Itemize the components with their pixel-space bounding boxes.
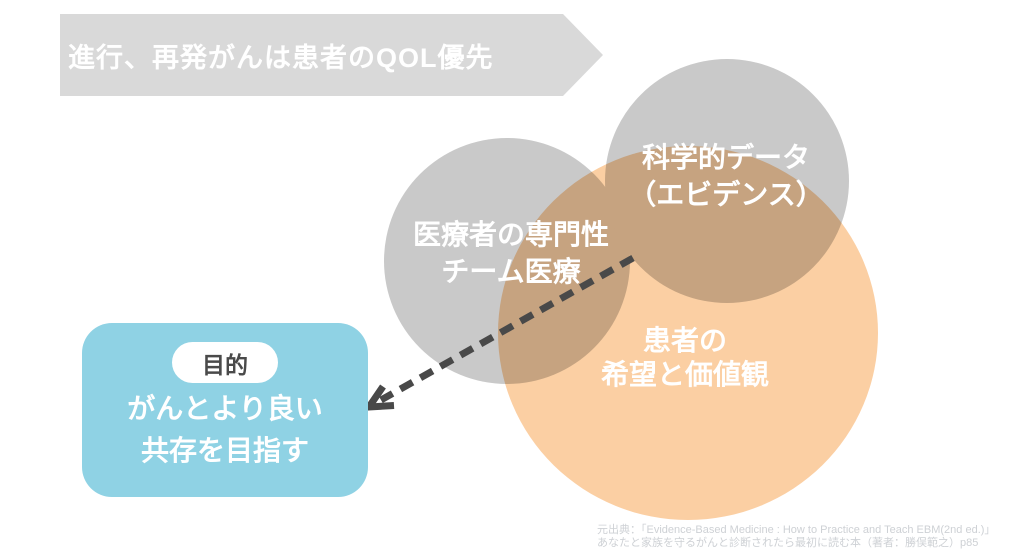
label-patient-values-line1: 患者の (642, 325, 728, 356)
label-medical-team-line2: チーム医療 (441, 256, 581, 287)
banner-arrow-shape: 進行、再発がんは患者のQOL優先 (60, 14, 603, 96)
label-medical-team: 医療者の専門性 チーム医療 (413, 216, 609, 290)
citation-line1: 元出典：「Evidence-Based Medicine : How to Pr… (597, 524, 996, 536)
goal-text: がんとより良い 共存を目指す (82, 388, 368, 472)
label-scientific-evidence-line1: 科学的データ (641, 142, 811, 173)
label-patient-values-line2: 希望と価値観 (600, 359, 770, 390)
label-scientific-evidence-line2: （エビデンス） (628, 179, 824, 210)
label-medical-team-line1: 医療者の専門性 (412, 219, 610, 250)
label-patient-values: 患者の 希望と価値観 (601, 324, 769, 392)
arrowhead-icon (362, 384, 395, 411)
goal-badge: 目的 (172, 342, 278, 383)
citation-line2: あなたと家族を守るがんと診断されたら最初に読む本（著者：勝俣範之）p85 (597, 537, 979, 549)
goal-text-line2: 共存を目指す (140, 435, 309, 466)
label-scientific-evidence: 科学的データ （エビデンス） (628, 139, 823, 213)
goal-text-line1: がんとより良い (127, 393, 323, 424)
goal-box: 目的 がんとより良い 共存を目指す (82, 323, 368, 497)
banner-title: 進行、再発がんは患者のQOL優先 (68, 42, 494, 73)
citation: 元出典：「Evidence-Based Medicine : How to Pr… (597, 524, 995, 550)
